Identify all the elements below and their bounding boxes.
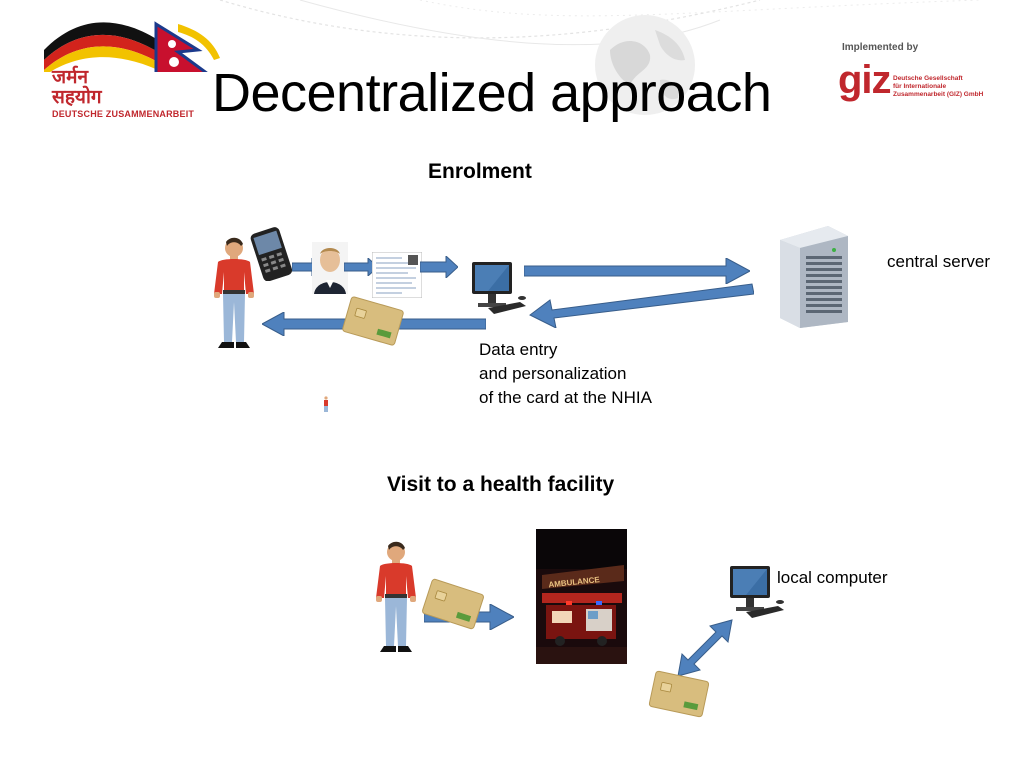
flag-swoosh-icon	[44, 21, 220, 72]
photo-portrait-icon	[312, 242, 348, 294]
local-computer-icon	[730, 566, 784, 618]
arrow-computer-to-server	[524, 258, 750, 284]
logo-subtitle: DEUTSCHE ZUSAMMENARBEIT	[52, 109, 195, 119]
mobile-phone-icon	[250, 227, 293, 281]
cooperation-logo: जर्मन सहयोग DEUTSCHE ZUSAMMENARBEIT	[38, 10, 223, 120]
card-reader-card-icon	[648, 670, 710, 718]
local-computer-label: local computer	[777, 568, 888, 587]
logo-hindi-line2: सहयोग	[52, 86, 102, 108]
giz-subtitle: Deutsche Gesellschaft für Internationale…	[893, 75, 983, 99]
page-title: Decentralized approach	[212, 63, 772, 123]
arrow-form-to-computer	[420, 256, 458, 278]
implemented-by-label: Implemented by	[842, 42, 919, 53]
patient-health-card-icon	[422, 578, 484, 630]
globe-icon	[595, 15, 695, 115]
arrow-server-to-computer	[529, 283, 754, 328]
patient-person-icon	[376, 541, 416, 652]
data-entry-line1: Data entry	[479, 340, 558, 359]
giz-logo: giz	[838, 58, 892, 102]
server-icon	[780, 226, 848, 328]
central-server-label: central server	[887, 252, 990, 271]
enrolment-form-icon	[372, 252, 422, 298]
giz-sub-line2: für Internationale	[893, 83, 947, 90]
giz-sub-line3: Zusammenarbeit (GIZ) GmbH	[893, 91, 984, 98]
data-entry-note: Data entry and personalization of the ca…	[479, 338, 652, 410]
giz-sub-line1: Deutsche Gesellschaft	[893, 75, 963, 82]
data-entry-line2: and personalization	[479, 364, 627, 383]
small-person-icon	[324, 396, 328, 412]
data-entry-line3: of the card at the NHIA	[479, 388, 652, 407]
logo-hindi-line1: जर्मन	[52, 66, 89, 88]
health-facility-image: AMBULANCE	[536, 529, 627, 664]
health-card-icon	[342, 296, 404, 346]
person-icon	[214, 237, 254, 348]
enrolment-heading: Enrolment	[428, 160, 532, 183]
computer-icon	[472, 262, 526, 314]
visit-heading: Visit to a health facility	[387, 473, 615, 496]
